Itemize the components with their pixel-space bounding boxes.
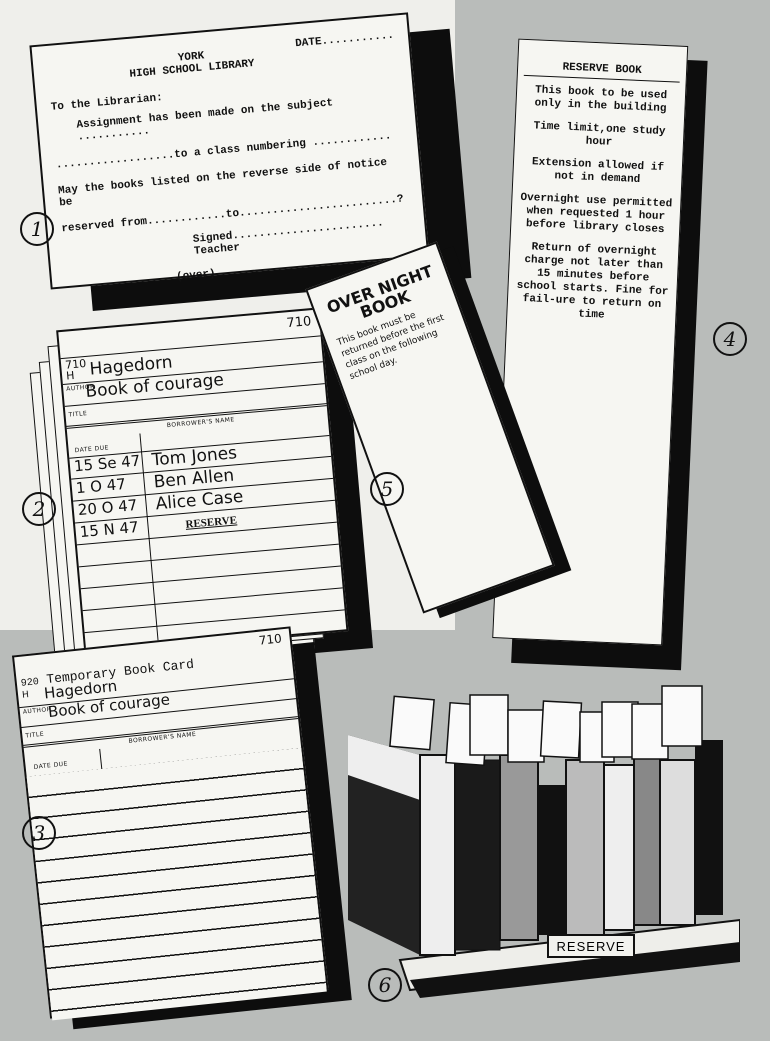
temporary-book-card: 710 920 Temporary Book Card H Hagedorn A… bbox=[11, 626, 329, 1021]
book-spine bbox=[603, 764, 635, 931]
call-letter: H bbox=[65, 368, 75, 383]
book-spine bbox=[633, 754, 661, 926]
book-spine bbox=[565, 759, 605, 936]
call-letter: H bbox=[21, 690, 30, 701]
title-label: TITLE bbox=[68, 410, 88, 419]
figure-number-2: 2 bbox=[22, 492, 56, 526]
figure-number-6: 6 bbox=[368, 968, 402, 1002]
book-spines bbox=[419, 740, 723, 956]
book-spine bbox=[695, 740, 723, 915]
book-spine bbox=[659, 759, 696, 926]
shelf-edge bbox=[410, 942, 740, 998]
reserve-slip bbox=[389, 695, 435, 751]
reserve-slip bbox=[469, 694, 509, 756]
borrower-name-reserve: RESERVE bbox=[185, 514, 238, 531]
call-number: 920 bbox=[20, 676, 40, 690]
rule-return: Return of overnight charge not later tha… bbox=[516, 241, 669, 322]
reserve-label: RESERVE bbox=[557, 939, 626, 954]
call-number-top: 710 bbox=[285, 314, 312, 332]
empty-rows bbox=[26, 747, 327, 1021]
reserve-request-card: YORK DATE........... HIGH SCHOOL LIBRARY… bbox=[29, 12, 430, 290]
rule-time-limit: Time limit,one study hour bbox=[533, 120, 666, 149]
rule-overnight: Overnight use permitted when requested 1… bbox=[520, 191, 673, 237]
date-due-label: DATE DUE bbox=[33, 760, 69, 771]
book-side-highlight bbox=[348, 735, 420, 800]
book-spine bbox=[419, 754, 456, 956]
figure-number-3: 3 bbox=[22, 816, 56, 850]
reserve-slip bbox=[661, 685, 703, 747]
date-field: DATE........... bbox=[294, 29, 395, 51]
figure-number-4: 4 bbox=[713, 322, 747, 356]
book-spine bbox=[454, 759, 501, 951]
book-spine bbox=[538, 785, 566, 935]
reserve-slip bbox=[507, 709, 545, 763]
rule-extension: Extension allowed if not in demand bbox=[531, 156, 665, 187]
reserve-label-plate bbox=[547, 934, 635, 958]
title-label: TITLE bbox=[25, 730, 45, 740]
reserve-slip bbox=[539, 700, 583, 759]
date-due-label: DATE DUE bbox=[74, 444, 110, 455]
slip-title: RESERVE BOOK bbox=[523, 59, 681, 83]
rule-building: This book to be used only in the buildin… bbox=[534, 84, 668, 116]
reserve-slips bbox=[389, 685, 703, 767]
reserve-shelf-illustration: RESERVE bbox=[348, 685, 740, 998]
figure-number-1: 1 bbox=[20, 212, 54, 246]
figure-number-5: 5 bbox=[370, 472, 404, 506]
call-number-top: 710 bbox=[258, 631, 283, 648]
date-due: 15 Se 47 bbox=[73, 451, 142, 476]
temporary-book-card-group: 710 920 Temporary Book Card H Hagedorn A… bbox=[11, 626, 352, 1030]
signed-line: Signed....................... bbox=[192, 217, 385, 246]
teacher-label: Teacher bbox=[193, 241, 241, 258]
reserve-request-card-group: YORK DATE........... HIGH SCHOOL LIBRARY… bbox=[29, 11, 472, 311]
book-spine bbox=[499, 754, 539, 941]
